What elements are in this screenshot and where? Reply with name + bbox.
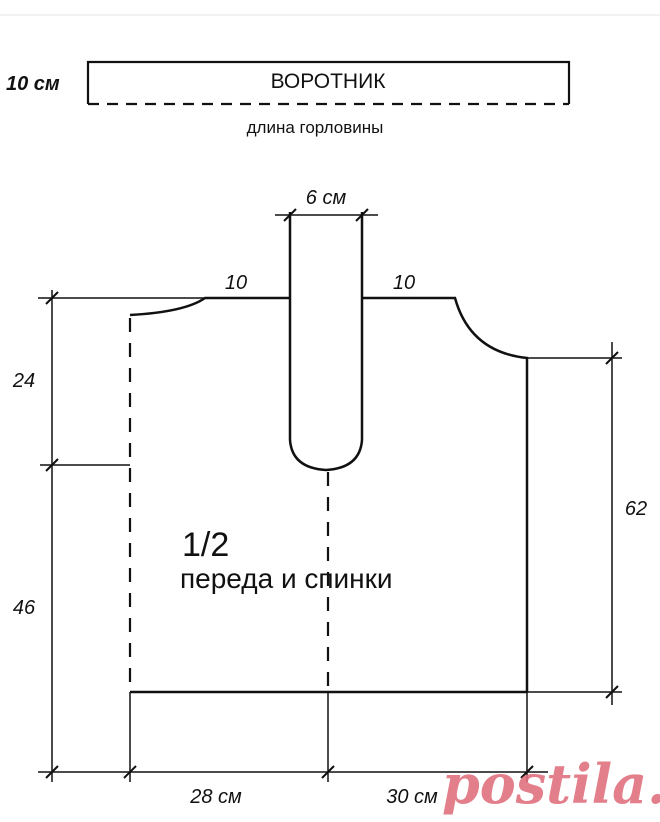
left-neckline [129,296,290,317]
right-neckline-and-side [362,296,529,692]
collar-title: ВОРОТНИК [271,70,387,93]
neck-slit [288,212,364,472]
piece-fraction: 1/2 [182,526,229,564]
fold-lines [128,318,330,692]
collar-height-label: 10 см [6,73,60,95]
dimension-ticks [45,208,619,779]
bottom-right-label: 30 см [386,786,438,808]
piece-name: переда и спинки [180,563,393,594]
body-piece-outline [129,212,529,694]
collar-piece [86,60,571,106]
watermark-logo: postila.ru [442,752,660,816]
shoulder-right-label: 10 [393,272,415,294]
left-upper-label: 24 [12,370,35,392]
bottom-left-label: 28 см [189,786,242,808]
collar-bottom-label: длина горловины [247,118,384,137]
shoulder-left-label: 10 [225,272,247,294]
dimension-lines [38,214,622,782]
left-lower-label: 46 [13,597,36,619]
right-height-label: 62 [625,498,647,520]
slit-width-label: 6 см [306,187,347,209]
